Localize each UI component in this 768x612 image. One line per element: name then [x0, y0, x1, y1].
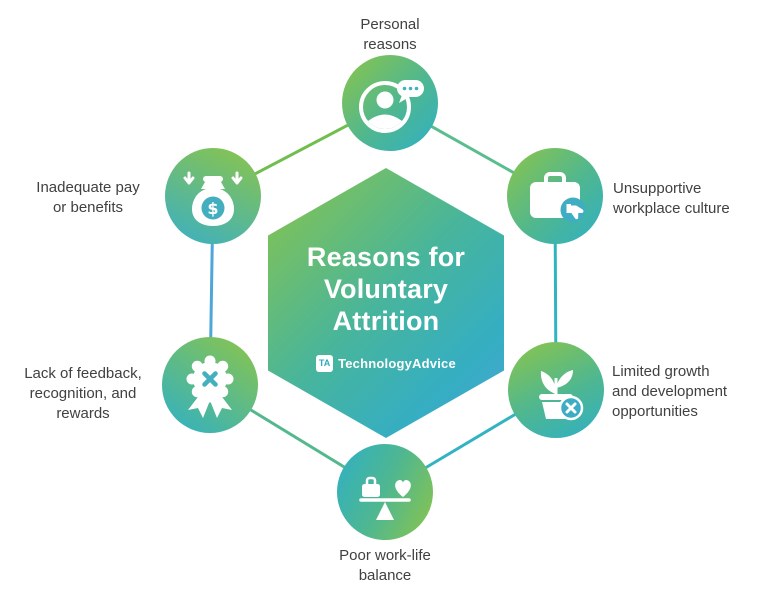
label-unsupportive-workplace-culture: Unsupportive workplace culture — [613, 180, 730, 218]
technologyadvice-logo: TA TechnologyAdvice — [316, 354, 456, 372]
ta-logo-icon: TA — [316, 354, 334, 372]
node-work-life-balance — [337, 444, 433, 540]
page-title: Reasons for Voluntary Attrition — [306, 242, 466, 336]
person-chat-icon — [359, 80, 424, 133]
award-x-icon — [186, 355, 234, 418]
briefcase-thumbs-down-icon — [530, 172, 586, 223]
node-lack-of-feedback — [162, 337, 258, 433]
label-inadequate-pay: Inadequate pay or benefits — [36, 179, 140, 217]
plant-x-icon — [539, 370, 584, 421]
node-personal-reasons — [342, 55, 438, 151]
dollar-symbol: $ — [207, 199, 218, 218]
node-unsupportive-workplace-culture — [507, 148, 603, 244]
label-personal-reasons: Personal reasons — [360, 16, 420, 54]
center-hexagon: Reasons for Voluntary Attrition TA Techn… — [268, 168, 504, 438]
brand-name: TechnologyAdvice — [338, 355, 456, 371]
work-life-balance-icon — [359, 476, 411, 520]
label-lack-of-feedback: Lack of feedback, recognition, and rewar… — [24, 365, 142, 423]
money-bag-icon: $ — [183, 171, 243, 226]
node-inadequate-pay: $ — [165, 148, 261, 244]
node-limited-growth — [508, 342, 604, 438]
label-limited-growth: Limited growth and development opportuni… — [612, 363, 728, 421]
label-work-life-balance: Poor work-life balance — [339, 547, 431, 585]
